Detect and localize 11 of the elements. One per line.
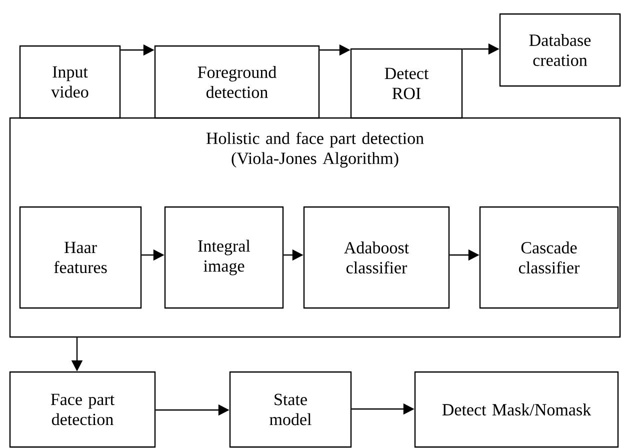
process-box: Detect ROI: [350, 48, 463, 119]
process-box: Cascade classifier: [479, 206, 619, 309]
process-box: Adaboost classifier: [303, 206, 450, 309]
process-box: Detect Mask/Nomask: [414, 371, 619, 448]
process-box: Face part detection: [9, 371, 156, 448]
process-box: State model: [229, 371, 352, 448]
process-box: Integral image: [164, 206, 284, 309]
process-box: Database creation: [499, 13, 621, 87]
process-box: Haar features: [19, 206, 142, 309]
process-box: Foreground detection: [154, 45, 320, 119]
process-box: Input video: [19, 45, 121, 119]
